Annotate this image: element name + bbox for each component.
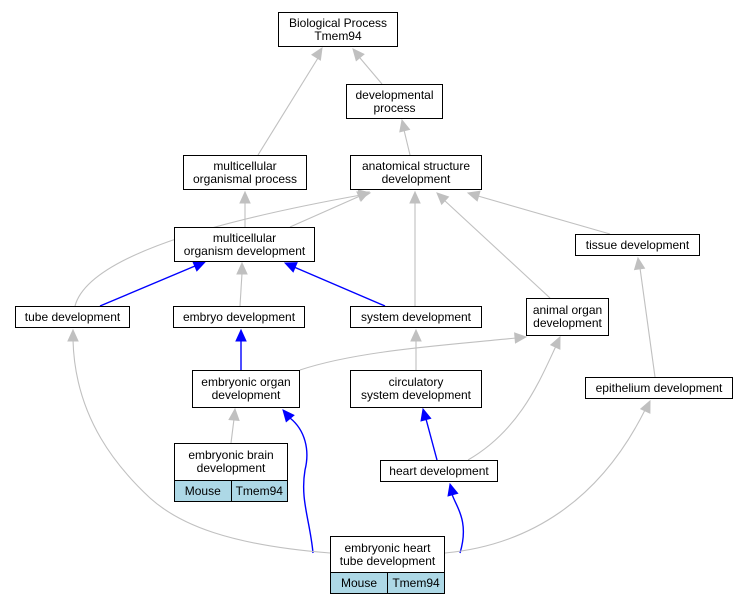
node-multicellular-organism-development[interactable]: multicellular organism development (174, 227, 315, 262)
edge-developmental-to-bio-arrowhead (352, 48, 365, 62)
edge-brain-to-embryonic-organ (230, 418, 235, 444)
edge-heart-to-circulatory (425, 418, 438, 461)
edge-system-to-multicellular-dev (293, 266, 386, 307)
species-tag: Mouse (175, 481, 231, 501)
edge-embryonic-organ-to-animal-organ-arrowhead (514, 332, 528, 344)
edge-heart-tube-to-epithelium-arrowhead (639, 399, 651, 414)
edge-heart-tube-to-heart (451, 493, 465, 554)
edge-multicellular-dev-to-process-arrowhead (239, 190, 251, 204)
node-anatomical-structure-development[interactable]: anatomical structure development (350, 155, 482, 190)
edge-heart-tube-to-heart-arrowhead (447, 482, 459, 497)
edge-anatomical-to-developmental (403, 129, 411, 156)
edge-anatomical-to-developmental-arrowhead (399, 118, 411, 133)
gene-tag: Tmem94 (230, 481, 287, 501)
node-embryo-development[interactable]: embryo development (173, 306, 305, 328)
node-developmental-process[interactable]: developmental process (346, 84, 443, 119)
node-embryonic-organ-development[interactable]: embryonic organ development (192, 370, 300, 408)
edge-epithelium-to-tissue-arrowhead (633, 256, 646, 271)
node-label: embryonic brain development (188, 448, 274, 475)
annotation-row: Mouse Tmem94 (331, 572, 444, 593)
species-tag: Mouse (331, 573, 387, 593)
edge-epithelium-to-tissue (639, 267, 656, 378)
edge-embryonic-organ-to-embryo-arrowhead (235, 328, 247, 342)
node-label: embryonic heart tube development (339, 540, 436, 568)
edge-animal-organ-to-anatomical (443, 199, 551, 299)
node-system-development[interactable]: system development (350, 306, 482, 328)
edge-heart-tube-to-tube-arrowhead (67, 328, 79, 342)
edge-circulatory-to-system-arrowhead (410, 328, 422, 342)
edge-developmental-to-bio (359, 57, 383, 85)
edge-tube-to-anatomical-arrowhead (357, 189, 372, 201)
edge-tissue-to-anatomical-arrowhead (466, 190, 481, 202)
node-tube-development[interactable]: tube development (15, 306, 130, 328)
node-biological-process[interactable]: Biological Process Tmem94 (278, 12, 398, 47)
edge-system-to-anatomical-arrowhead (409, 190, 421, 204)
edge-heart-tube-to-tube (72, 339, 331, 554)
edge-heart-to-animal-organ (467, 345, 557, 461)
edge-heart-to-circulatory-arrowhead (420, 407, 432, 422)
edge-system-to-multicellular-dev-arrowhead (283, 262, 298, 273)
annotation-row: Mouse Tmem94 (175, 480, 287, 501)
edge-multicellular-process-to-bio-arrowhead (311, 46, 323, 61)
node-multicellular-organismal-process[interactable]: multicellular organismal process (183, 155, 307, 190)
node-heart-development[interactable]: heart development (380, 460, 498, 482)
edge-animal-organ-to-anatomical-arrowhead (436, 192, 450, 206)
edge-tissue-to-anatomical (477, 195, 611, 235)
edge-tube-to-multicellular-dev-arrowhead (192, 261, 207, 272)
edge-tube-to-multicellular-dev (99, 265, 196, 307)
edge-heart-to-animal-organ-arrowhead (549, 335, 561, 350)
edge-embryo-to-multicellular-dev (239, 272, 243, 307)
edge-embryonic-organ-to-animal-organ (299, 337, 517, 371)
node-circulatory-system-development[interactable]: circulatory system development (350, 370, 482, 408)
edge-multicellular-process-to-bio (257, 57, 319, 156)
node-tissue-development[interactable]: tissue development (575, 234, 700, 256)
edge-embryo-to-multicellular-dev-arrowhead (236, 261, 248, 275)
edge-multicellular-dev-to-anatomical (289, 195, 361, 228)
node-embryonic-heart-tube-development[interactable]: embryonic heart tube development Mouse T… (330, 536, 445, 594)
node-embryonic-brain-development[interactable]: embryonic brain development Mouse Tmem94 (174, 443, 288, 502)
edge-brain-to-embryonic-organ-arrowhead (228, 407, 240, 421)
edge-heart-tube-to-epithelium (444, 409, 646, 554)
node-animal-organ-development[interactable]: animal organ development (526, 298, 609, 336)
gene-tag: Tmem94 (387, 573, 444, 593)
node-epithelium-development[interactable]: epithelium development (585, 377, 733, 399)
edge-heart-tube-to-embryonic-organ-arrowhead (282, 409, 295, 423)
edge-heart-tube-to-embryonic-organ (289, 417, 314, 554)
